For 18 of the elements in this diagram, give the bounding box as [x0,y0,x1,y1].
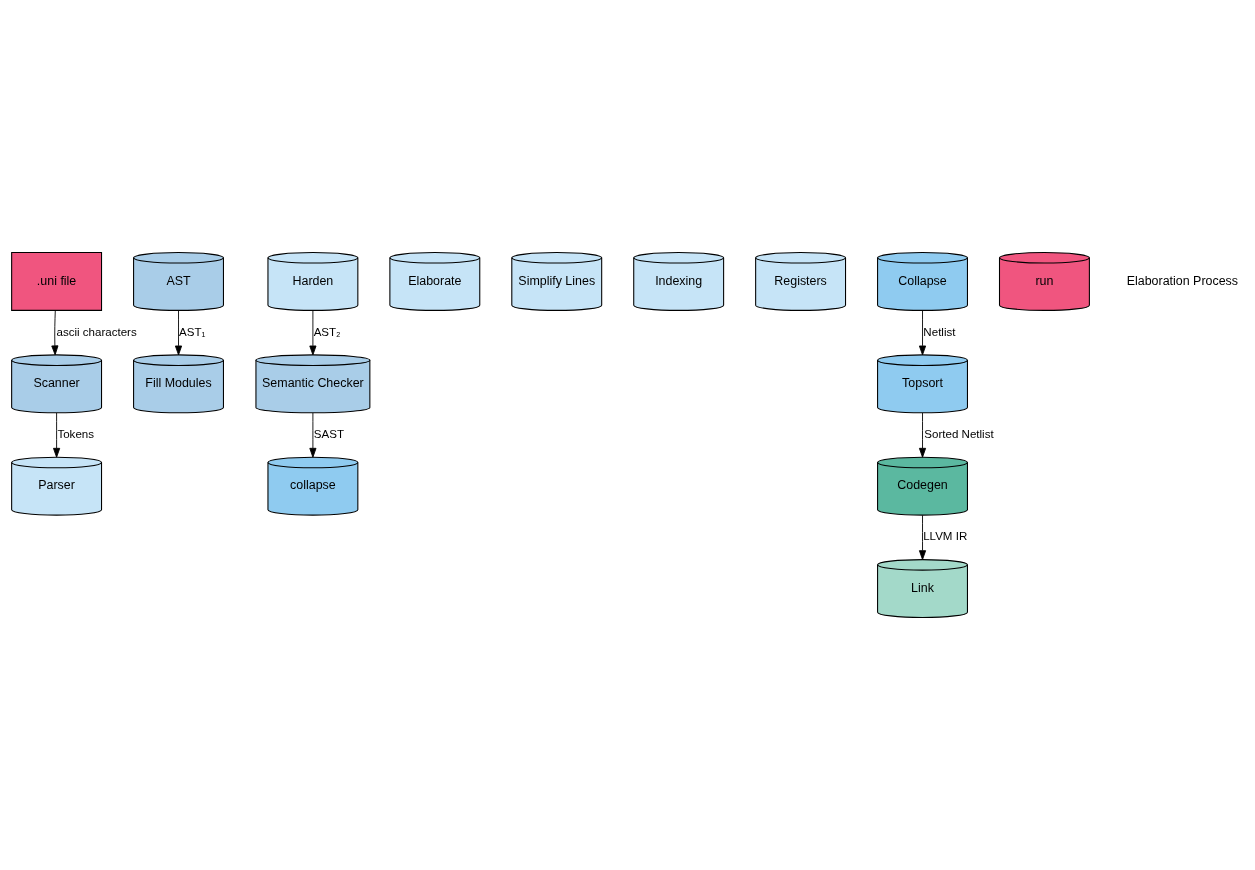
edge-label: AST₂ [313,325,341,338]
arrow [918,310,927,356]
edge-label: Netlist [923,325,956,338]
edge-label: LLVM IR [923,530,968,543]
edge-label: AST₁ [179,325,206,338]
arrow [918,514,927,560]
arrow [174,310,183,356]
edge-label: Sorted Netlist [924,428,994,441]
edge-label: SAST [313,428,345,441]
arrow [51,310,59,356]
arrow [918,412,927,458]
arrow [53,412,61,458]
edge-label: Tokens [57,428,95,441]
arrow [309,310,317,356]
edge-label: ascii characters [56,325,137,338]
arrow [309,412,317,458]
label: Elaboration Process [1126,273,1239,288]
node-box: .uni file [11,252,103,311]
